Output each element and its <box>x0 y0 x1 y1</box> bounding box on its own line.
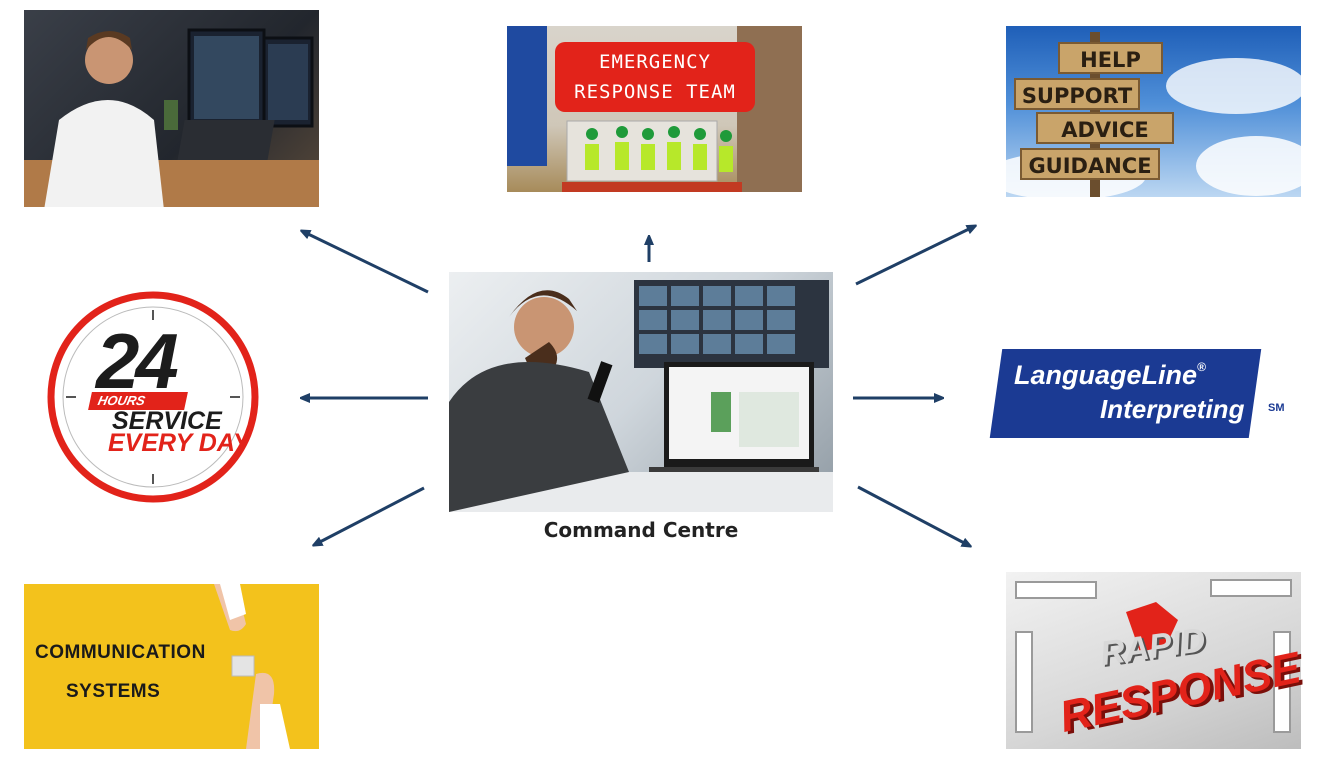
rapid-response-photo <box>1006 572 1301 749</box>
systems-label: SYSTEMS <box>66 681 161 702</box>
office-photo-illustration <box>24 28 319 207</box>
arrow-to-help <box>855 227 973 286</box>
emergency-response-team-photo: EMERGENCY RESPONSE TEAM <box>507 26 802 192</box>
puzzle-hands-illustration <box>214 584 290 749</box>
emergency-response-team-sign: EMERGENCY RESPONSE TEAM <box>555 42 755 112</box>
support-sign: SUPPORT <box>1014 78 1140 110</box>
help-signpost-photo: HELP SUPPORT ADVICE GUIDANCE <box>1006 26 1301 197</box>
languageline-service: Interpreting <box>1100 394 1245 424</box>
arrow-to-communication <box>316 486 425 544</box>
command-centre-caption: Command Centre <box>543 518 739 542</box>
every-day-label: EVERY DAY <box>108 429 250 457</box>
registered-mark: ® <box>1197 360 1206 374</box>
communication-label: COMMUNICATION <box>35 642 206 663</box>
languageline-name-text: LanguageLine <box>1014 360 1198 390</box>
maze-illustration <box>1015 579 1292 733</box>
guidance-sign-label: GUIDANCE <box>1028 154 1152 178</box>
advice-sign-label: ADVICE <box>1061 118 1149 142</box>
office-monitoring-photo <box>24 10 319 207</box>
service-mark: SM <box>1268 402 1285 414</box>
ert-sign-line2: RESPONSE TEAM <box>574 81 736 103</box>
arrow-to-office <box>304 232 429 294</box>
ert-sign-line1: EMERGENCY <box>599 51 711 73</box>
advice-sign: ADVICE <box>1036 112 1174 144</box>
languageline-name: LanguageLine® <box>1014 360 1206 391</box>
help-sign-label: HELP <box>1080 48 1141 72</box>
communication-systems-photo: COMMUNICATION SYSTEMS <box>24 584 319 749</box>
help-sign: HELP <box>1058 42 1163 74</box>
service-24-number: 24 <box>96 317 179 405</box>
team-illustration <box>507 26 802 192</box>
command-centre-photo <box>449 272 833 512</box>
support-sign-label: SUPPORT <box>1021 84 1133 108</box>
arrow-to-rapid-response <box>857 485 968 545</box>
command-centre-illustration <box>449 280 833 512</box>
service-label: SERVICE <box>112 407 222 435</box>
guidance-sign: GUIDANCE <box>1020 148 1160 180</box>
